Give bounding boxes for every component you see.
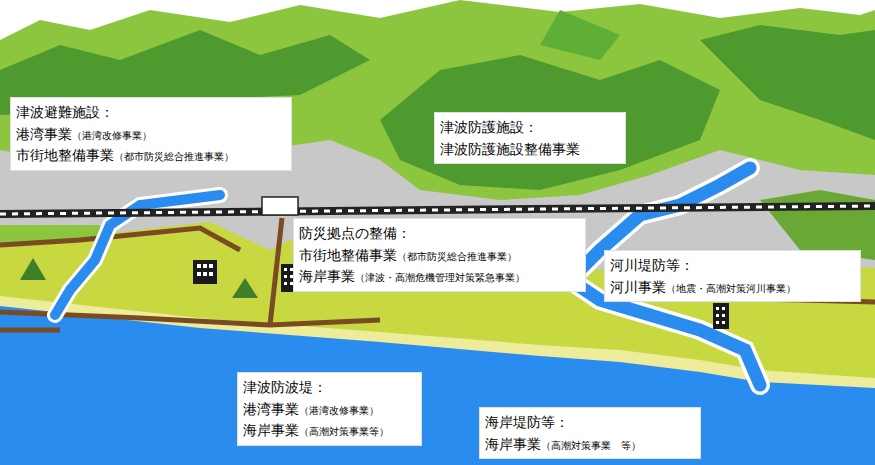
- callout-heading: 海岸堤防等：: [485, 414, 569, 430]
- callout-text: 港湾事業: [16, 126, 72, 142]
- callout-text: （都市防災総合推進事業）: [114, 151, 234, 162]
- callout-heading: 津波避難施設：: [16, 104, 114, 120]
- river-levee-box: 河川堤防等： 河川事業（地震・高潮対策河川事業）: [604, 250, 861, 302]
- callout-text: 市街地整備事業: [299, 247, 397, 263]
- callout-text: （高潮対策事業 等）: [541, 440, 641, 451]
- callout-text: 港湾事業: [243, 401, 299, 417]
- callout-heading: 防災拠点の整備：: [299, 225, 411, 241]
- callout-text: 海岸事業: [299, 268, 355, 284]
- callout-heading: 津波防波堤：: [243, 379, 327, 395]
- coastal-levee-box: 海岸堤防等： 海岸事業（高潮対策事業 等）: [479, 407, 701, 459]
- callout-text: （都市防災総合推進事業）: [397, 251, 517, 262]
- callout-heading: 河川堤防等：: [610, 257, 694, 273]
- callout-heading: 津波防護施設：: [440, 119, 538, 135]
- callout-text: （港湾改修事業）: [299, 405, 379, 416]
- callout-text: 津波防護施設整備事業: [440, 141, 580, 157]
- callout-text: 海岸事業: [485, 436, 541, 452]
- callout-text: （地震・高潮対策河川事業）: [666, 283, 796, 294]
- callout-text: 市街地整備事業: [16, 147, 114, 163]
- callout-text: （高潮対策事業等）: [299, 426, 389, 437]
- callout-text: 河川事業: [610, 279, 666, 295]
- callout-text: 海岸事業: [243, 422, 299, 438]
- evacuation-facility-box: 津波避難施設： 港湾事業（港湾改修事業） 市街地整備事業（都市防災総合推進事業）: [10, 97, 292, 171]
- callout-text: （港湾改修事業）: [72, 130, 152, 141]
- disaster-base-box: 防災拠点の整備： 市街地整備事業（都市防災総合推進事業） 海岸事業（津波・高潮危機管…: [293, 218, 586, 292]
- breakwater-box: 津波防波堤： 港湾事業（港湾改修事業）海岸事業（高潮対策事業等）: [237, 372, 422, 446]
- protection-facility-box: 津波防護施設： 津波防護施設整備事業: [434, 112, 626, 164]
- callout-text: （津波・高潮危機管理対策緊急事業）: [355, 272, 525, 283]
